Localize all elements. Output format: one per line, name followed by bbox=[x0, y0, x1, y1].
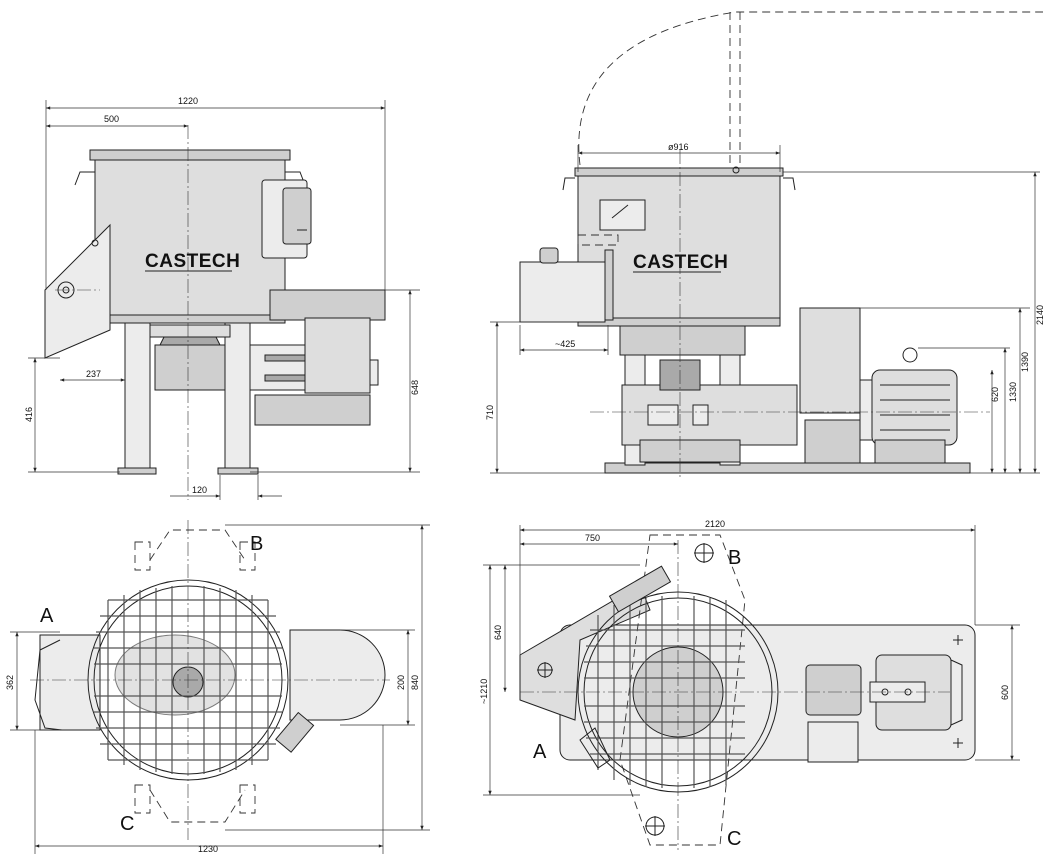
dim-425: ~425 bbox=[555, 339, 575, 349]
dim-1230: 1230 bbox=[198, 844, 218, 854]
dim-710: 710 bbox=[485, 405, 495, 420]
dim-1210: ~1210 bbox=[479, 679, 489, 704]
top-view-right: B A C 2120 750 ~1210 640 600 bbox=[479, 519, 1020, 850]
dim-362: 362 bbox=[5, 675, 15, 690]
dim-diameter: ø916 bbox=[668, 142, 689, 152]
dim-1390: 1390 bbox=[1020, 352, 1030, 372]
top-view-left: A B C 362 200 840 1230 bbox=[5, 520, 430, 854]
top-left-label-a: A bbox=[40, 605, 54, 627]
front-brand-label: CASTECH bbox=[145, 251, 240, 272]
top-right-grid bbox=[584, 596, 745, 788]
dim-2140: 2140 bbox=[1035, 305, 1043, 325]
dim-200: 200 bbox=[396, 675, 406, 690]
dim-120: 120 bbox=[192, 485, 207, 495]
top-right-label-b: B bbox=[728, 547, 741, 569]
dim-237: 237 bbox=[86, 369, 101, 379]
dim-1330: 1330 bbox=[1008, 382, 1018, 402]
dim-648: 648 bbox=[410, 380, 420, 395]
top-right-label-a: A bbox=[533, 741, 547, 763]
side-view: CASTECH ø916 ~425 710 2140 1390 1330 620 bbox=[485, 11, 1043, 480]
dim-750: 750 bbox=[585, 533, 600, 543]
dim-1220: 1220 bbox=[178, 96, 198, 106]
dim-620: 620 bbox=[990, 387, 1000, 402]
top-left-label-c: C bbox=[120, 813, 134, 835]
side-brand-label: CASTECH bbox=[633, 252, 728, 273]
dim-2120: 2120 bbox=[705, 519, 725, 529]
dim-640: 640 bbox=[493, 625, 503, 640]
top-right-label-c: C bbox=[727, 828, 741, 850]
dim-500: 500 bbox=[104, 114, 119, 124]
dim-416: 416 bbox=[24, 407, 34, 422]
dim-840: 840 bbox=[410, 675, 420, 690]
dim-600: 600 bbox=[1000, 685, 1010, 700]
front-view: CASTECH 1220 500 648 416 237 120 bbox=[24, 96, 420, 500]
top-left-label-b: B bbox=[250, 533, 263, 555]
